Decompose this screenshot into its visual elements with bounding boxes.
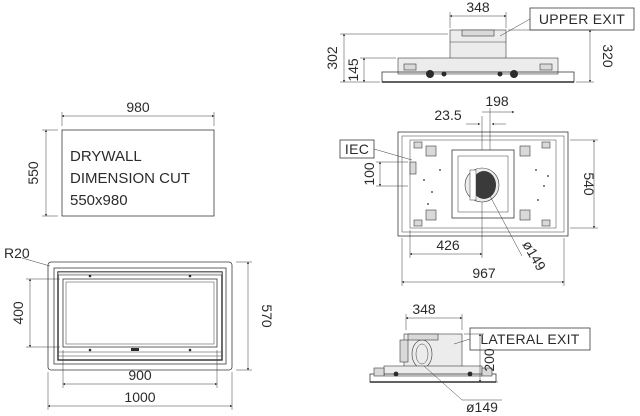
top-dim-100-label: 100 [361, 162, 377, 186]
top-offset-198-label: 198 [485, 93, 509, 109]
upper-exit-label: UPPER EXIT [539, 11, 625, 27]
iec-label: IEC [345, 141, 369, 157]
top-inner-plate [409, 139, 557, 229]
drywall-cut-view: 980 550 DRYWALL DIMENSION CUT 550x980 [25, 99, 215, 217]
upper-exit-view: 348 UPPER EXIT 302 145 320 [324, 0, 635, 83]
top-width-426-label: 426 [436, 237, 460, 253]
drywall-cut-outline [61, 129, 215, 217]
drywall-text-line2: DIMENSION CUT [70, 170, 190, 187]
front-top-bar [57, 271, 223, 276]
front-width-inner-label: 900 [128, 367, 152, 383]
top-view: 198 23.5 IEC 100 540 426 ø149 967 [339, 93, 598, 286]
lateral-exit-view: 348 LATERAL EXIT 200 ø149 [369, 301, 591, 415]
top-offset-23-5-label: 23.5 [434, 107, 461, 123]
top-outer-plate [397, 131, 569, 237]
drywall-height-label: 550 [25, 161, 41, 185]
top-diameter-label: ø149 [519, 238, 549, 274]
front-control-icon [131, 348, 139, 351]
front-glass-panel [62, 278, 218, 348]
upper-height-body-label: 145 [345, 58, 361, 82]
top-height-label: 540 [581, 172, 597, 196]
drywall-width-label: 980 [126, 99, 150, 115]
top-width-total-label: 967 [472, 265, 496, 281]
lateral-exit-label: LATERAL EXIT [480, 331, 579, 347]
front-width-outer-label: 1000 [124, 389, 155, 405]
front-frame [53, 267, 227, 365]
upper-height-right-label: 320 [600, 44, 616, 68]
drywall-text-line3: 550x980 [70, 192, 128, 209]
front-radius-label: R20 [4, 245, 30, 261]
front-height-inner-label: 400 [10, 301, 26, 325]
top-motor-housing [451, 149, 515, 219]
drywall-text-line1: DRYWALL [70, 148, 142, 165]
front-height-outer-label: 570 [259, 304, 275, 328]
lateral-diameter-label: ø149 [466, 399, 498, 415]
lateral-height-label: 200 [481, 348, 497, 372]
front-outer-panel [47, 261, 233, 371]
upper-height-total-label: 302 [324, 46, 340, 70]
upper-width-label: 348 [466, 0, 490, 15]
upper-base-housing [397, 57, 559, 75]
front-view: R20 570 400 900 1000 [4, 245, 275, 410]
lateral-width-label: 348 [412, 301, 436, 317]
